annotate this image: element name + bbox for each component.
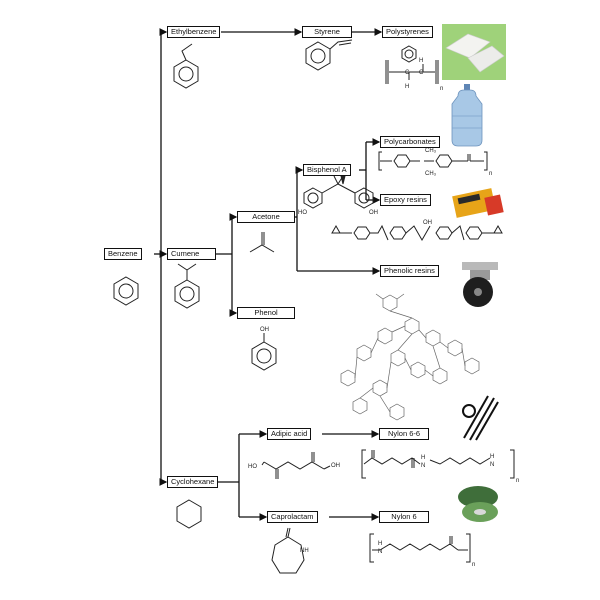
cyclohexane-node: Cyclohexane xyxy=(167,476,218,488)
nylon-6-structure xyxy=(370,534,470,562)
phenolic-resin-network xyxy=(341,294,479,420)
cumene-node: Cumene xyxy=(167,248,216,260)
bisphenol-a-node: Bisphenol A xyxy=(303,164,351,176)
nylon66-h2-label: H xyxy=(490,454,494,460)
phenol-node: Phenol xyxy=(237,307,295,319)
ps-h-label: H xyxy=(405,84,409,90)
epoxy-resins-node: Epoxy resins xyxy=(380,194,431,206)
benzene-molecule xyxy=(114,277,138,305)
phenol-molecule xyxy=(252,333,276,370)
nylon6-n-label: N xyxy=(378,549,382,555)
polystyrene-n-label: n xyxy=(440,86,443,92)
acetone-node: Acetone xyxy=(237,211,295,223)
ch3-top-label: CH₃ xyxy=(425,148,437,154)
ps-c-label: C xyxy=(405,70,410,76)
caster-wheel-photo xyxy=(462,262,498,307)
phenolic-resins-node: Phenolic resins xyxy=(380,265,439,277)
caprolactam-node: Caprolactam xyxy=(267,511,318,523)
epoxy-resin-structure xyxy=(332,226,502,240)
cyclohexane-molecule xyxy=(177,500,201,528)
nylon-66-node: Nylon 6-6 xyxy=(379,428,429,440)
nylon66-n2-label: N xyxy=(490,462,494,468)
adipic-acid-molecule xyxy=(262,452,330,479)
fishing-line-spool-photo xyxy=(458,486,498,522)
acetone-molecule xyxy=(250,232,274,252)
ethylbenzene-molecule xyxy=(174,44,198,88)
bisphenol-oh-label: OH xyxy=(369,210,378,216)
water-jug-photo xyxy=(452,84,482,146)
bisphenol-a-molecule xyxy=(304,176,373,208)
polystyrenes-node: Polystyrenes xyxy=(382,26,433,38)
caprolactam-nh-label: NH xyxy=(300,548,309,554)
polycarbonates-node: Polycarbonates xyxy=(380,136,440,148)
nylon6-n-repeat-label: n xyxy=(472,562,475,568)
adipic-acid-node: Adipic acid xyxy=(267,428,311,440)
epoxy-package-photo xyxy=(452,188,504,218)
adipic-oh-label: OH xyxy=(331,463,340,469)
polycarbonate-n-label: n xyxy=(489,171,492,177)
ps-h2-label: H xyxy=(419,58,423,64)
styrene-molecule xyxy=(306,40,352,70)
connector-lines xyxy=(154,32,381,517)
nylon6-h-label: H xyxy=(378,541,382,547)
foam-container-photo xyxy=(442,24,506,80)
nylon66-n-repeat-label: n xyxy=(516,478,519,484)
bisphenol-ho-label: HO xyxy=(298,210,307,216)
nylon66-n-label: N xyxy=(421,463,425,469)
phenol-oh-label: OH xyxy=(260,327,269,333)
cumene-molecule xyxy=(175,264,199,308)
nylon66-h-label: H xyxy=(421,455,425,461)
polycarbonate-structure xyxy=(379,152,487,170)
polystyrene-structure xyxy=(386,46,438,84)
cable-ties-photo xyxy=(463,396,498,440)
benzene-node: Benzene xyxy=(104,248,142,260)
ethylbenzene-node: Ethylbenzene xyxy=(167,26,220,38)
styrene-node: Styrene xyxy=(302,26,352,38)
nylon-6-node: Nylon 6 xyxy=(379,511,429,523)
adipic-ho-label: HO xyxy=(248,464,257,470)
epoxy-oh-label: OH xyxy=(423,220,432,226)
ch3-bottom-label: CH₃ xyxy=(425,171,437,177)
ps-c2-label: C xyxy=(419,70,424,76)
